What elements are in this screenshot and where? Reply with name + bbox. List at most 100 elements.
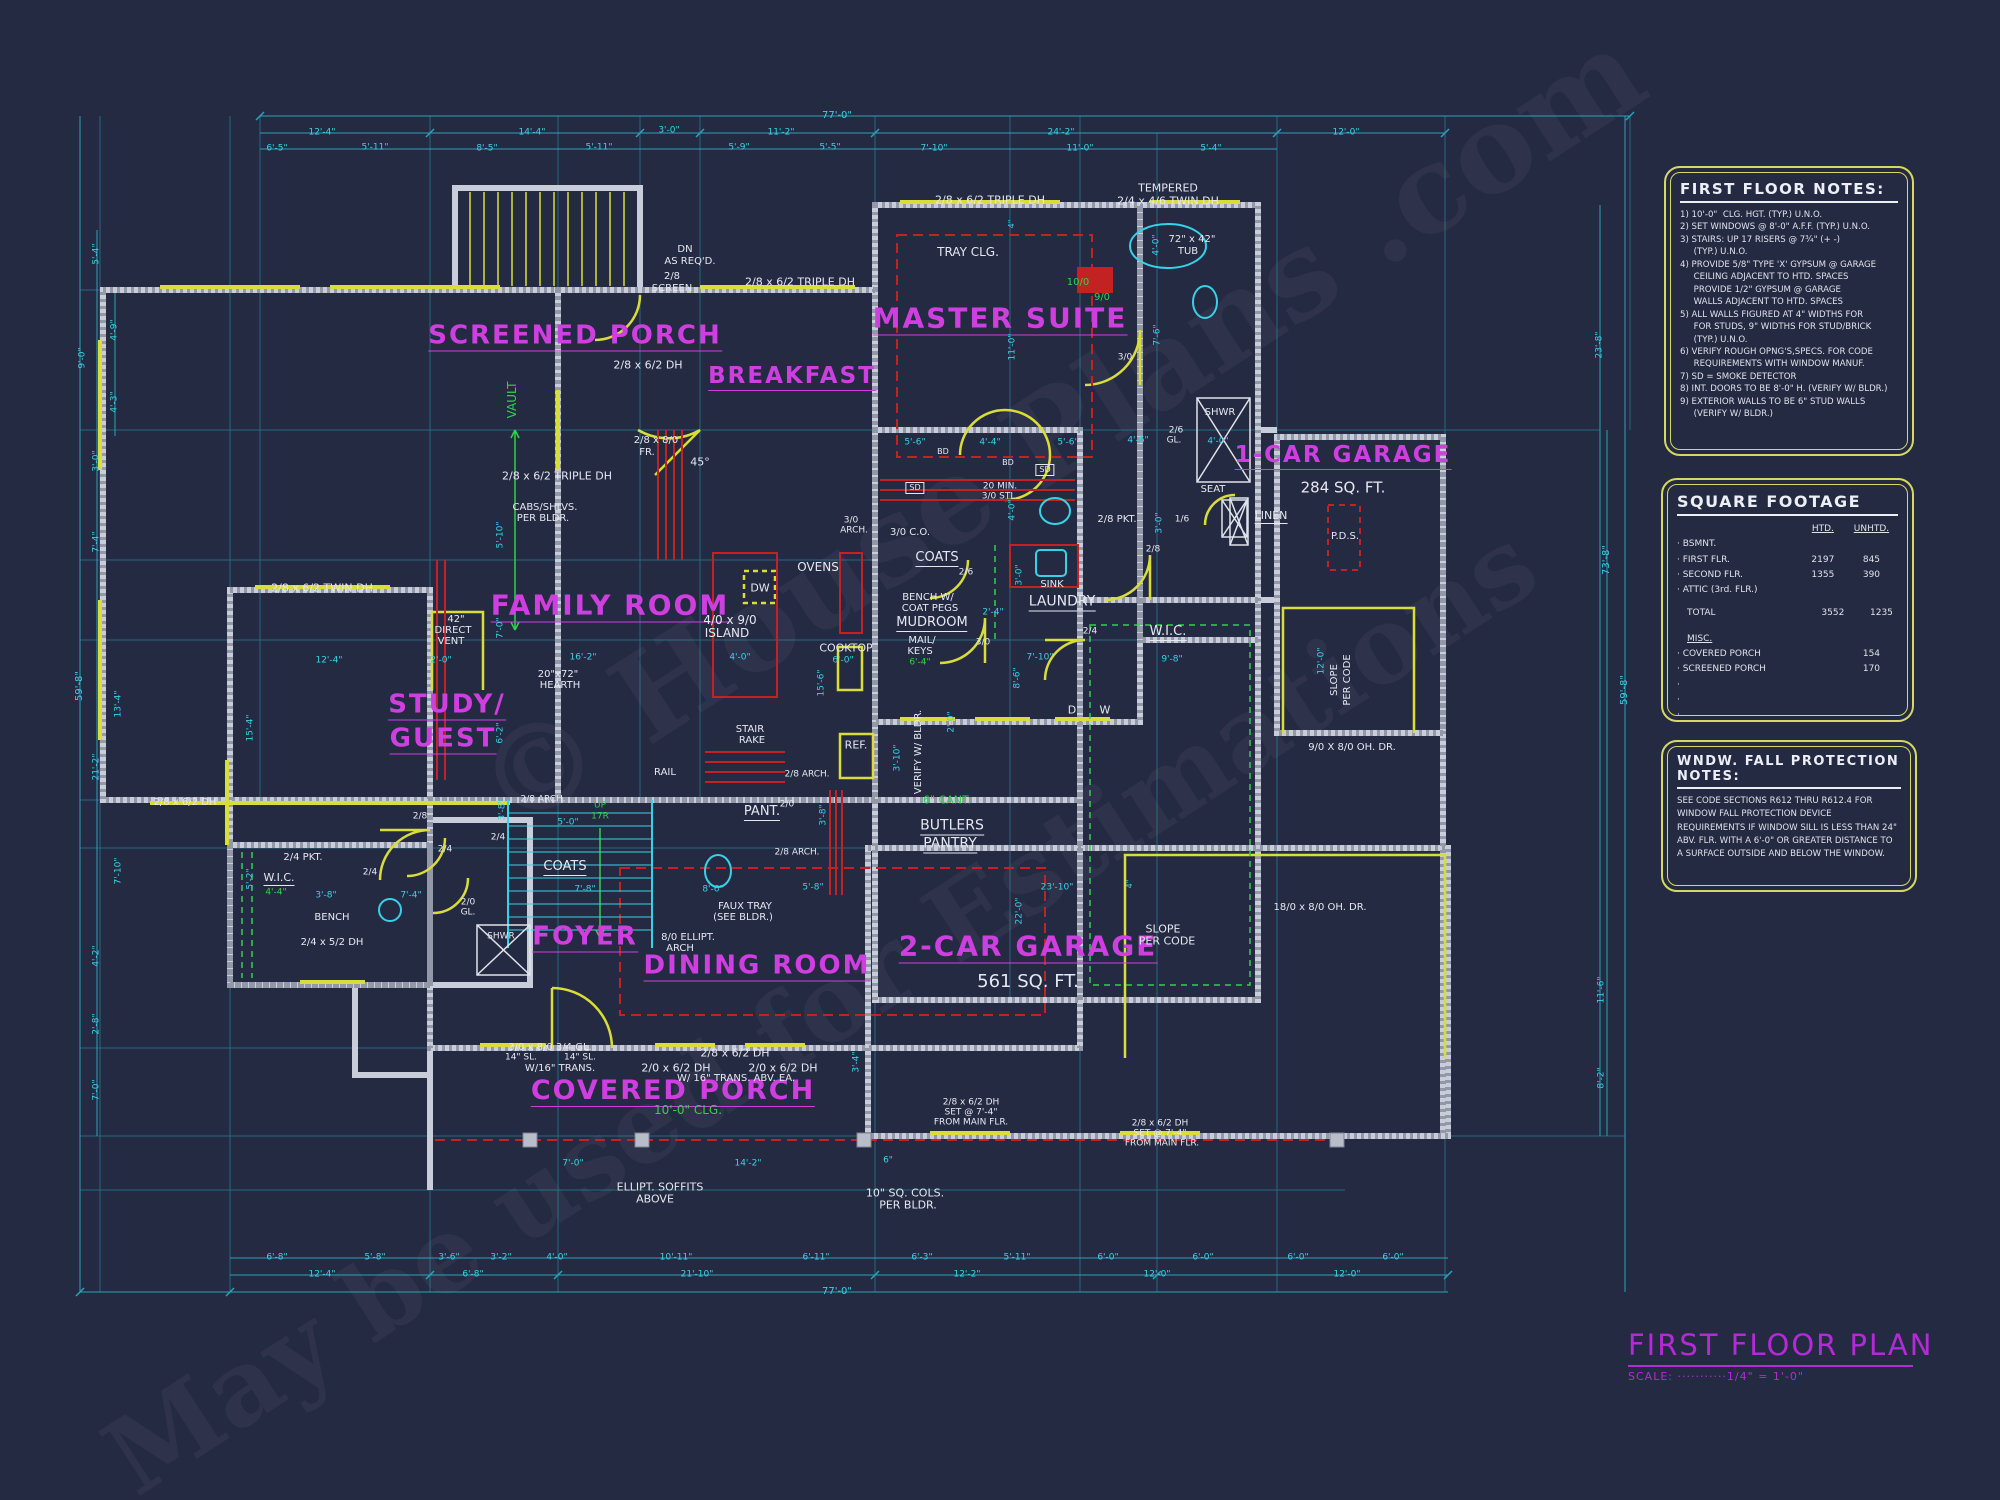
plan-label: 2/8 x 6/2 DH [153,797,217,808]
plan-label: RAIL [654,767,676,778]
closet-lines [241,429,1251,986]
plan-label: 5'-4" [1200,143,1222,154]
note-line: CEILING ADJACENT TO HTD. SPACES [1680,272,1849,283]
plan-label: 77'-0" [821,1286,853,1297]
plan-label: HEARTH [539,680,581,691]
square-footage-panel: SQUARE FOOTAGE HTD. UNHTD. · BSMNT.· FIR… [1661,478,1914,722]
fixtures [378,223,1218,948]
plan-label: 2/4 x 5/2 DH [300,937,364,948]
plan-label: 7'-4" [400,890,422,901]
plan-label: 3'-8" [818,804,829,826]
plan-label: 2/4 [437,844,453,855]
plan-label: 7'-10" [1026,652,1054,663]
plan-label: 14'-4" [518,127,546,138]
windows-doors [98,192,1447,1135]
plan-label: 45° [690,455,710,469]
plan-label: KEYS [907,646,933,657]
plan-label: 11'-0" [1007,333,1018,361]
plan-label: 5'-6" [904,437,926,448]
plan-label: ISLAND [704,626,750,640]
plan-label: 4/0 x 9/0 [703,613,757,627]
plan-label: 21'-10" [680,1269,714,1280]
plan-label: 5'-0" [557,817,579,828]
plan-label: SET @ 7'-4" [944,1107,998,1118]
plan-label: TEMPERED [1138,181,1198,195]
plan-label: 6'-8" [462,1269,484,1280]
plan-label: 4" [1125,879,1134,889]
plan-label: 2/8 x 6/2 DH [700,1046,770,1060]
plan-label: 3'-0" [91,450,102,472]
plan-label: 6" CANT. [923,793,971,807]
plan-label: 5'-4" [91,243,102,265]
plan-label: 4'-3" [109,391,120,413]
plan-label: 2'-8" [91,1013,102,1035]
plan-label: 2/4 [1082,626,1098,637]
plan-label: SCREENED PORCH [428,320,722,352]
plan-label: 2/8 x 6/2 TRIPLE DH [502,469,612,483]
plan-label: 14" SL. [504,1052,538,1063]
table-row: · ATTIC (3rd. FLR.) [1677,585,1758,596]
note-line: 9) EXTERIOR WALLS TO BE 6" STUD WALLS [1680,396,1866,407]
plan-label: FAUX TRAY [718,901,772,912]
plan-label: SET @ 7'-4" [1133,1128,1187,1139]
plan-label: 3/0 [1117,352,1133,363]
plan-label: UP [593,800,607,811]
note-line: (TYP.) U.N.O. [1680,247,1748,258]
plan-label: 11'-0" [1066,143,1094,154]
plan-label: 2/0 [779,799,795,810]
plan-label: 7'-0" [91,1079,102,1101]
plan-label: 20 MIN. [982,481,1018,492]
plan-label: PER BLDR. [516,513,570,524]
plan-label: 2/4 x 4/6 TWIN DH [1117,194,1219,208]
plan-label: 4'-0" [1207,436,1229,447]
square-footage-misc-title: MISC. [1687,633,1713,644]
plan-label: 22'-0" [1014,897,1025,925]
title-block: FIRST FLOOR PLAN SCALE: ···········1/4" … [1628,1328,1931,1383]
plan-label: 59'-8" [1619,674,1630,706]
plan-label: SINK [1040,579,1064,590]
plan-label: CABS/SHLVS. [512,502,578,513]
table-row: · BSMNT. [1677,539,1717,550]
plan-label: VERIFY W/ BLDR. [913,709,924,795]
plan-label: 8'-5" [476,143,498,154]
plan-label: 5'-8" [802,882,824,893]
plan-label: GL. [1166,435,1182,446]
plan-label: VENT [437,636,465,647]
plan-label: 12'-0" [1316,647,1327,675]
plan-label: 2/8 ARCH. [520,794,566,805]
plan-label: 5'-11" [361,142,389,153]
plan-label: 20"x72" [537,669,579,680]
plan-label: SHWR [1204,407,1236,418]
plan-label: 6'-0" [1287,1252,1309,1263]
fall-protection-title: WNDW. FALL PROTECTION NOTES: [1677,754,1901,789]
plan-label: GUEST [389,723,497,755]
plan-label: BD [937,447,949,456]
note-line: 3) STAIRS: UP 17 RISERS @ 7¾" (+ -) [1680,234,1841,245]
plan-label: 4'-6" [1127,435,1149,446]
plan-label: W [1099,703,1111,717]
plan-label: W.I.C. [263,871,295,886]
note-line: 2) SET WINDOWS @ 8'-0" A.F.F. (TYP.) U.N… [1680,222,1870,233]
plan-label: 2/4 [362,867,378,878]
plan-label: P.D.S. [1330,531,1360,542]
plan-label: 2/8 ARCH. [774,847,820,858]
first-floor-notes-panel: FIRST FLOOR NOTES: 1) 10'-0" CLG. HGT. (… [1664,166,1914,456]
plan-label: 4'-2" [91,945,102,967]
first-floor-notes-title: FIRST FLOOR NOTES: [1680,180,1898,203]
plan-label: 8'-6" [1012,667,1023,689]
plan-label: OVENS [797,560,839,574]
plan-label: MAIL/ [908,635,936,646]
plan-label: 5'-2" [245,868,256,890]
plan-label: 2/8 PKT. [1097,514,1137,525]
plan-label: 6'-0" [1382,1252,1404,1263]
plan-label: 2-CAR GARAGE [898,929,1158,964]
plan-label: 3/0 STL. [981,491,1019,502]
plan-label: 2/0 x 6/2 DH [641,1061,711,1075]
plan-label: (SEE BLDR.) [713,912,773,923]
plan-label: 4'-0" [1151,234,1162,256]
plan-label: W/ 16" TRANS. ABV. EA. [676,1073,796,1084]
plan-label: 1-CAR GARAGE [1234,442,1452,470]
plan-label: 2/4 PKT. [283,852,323,863]
